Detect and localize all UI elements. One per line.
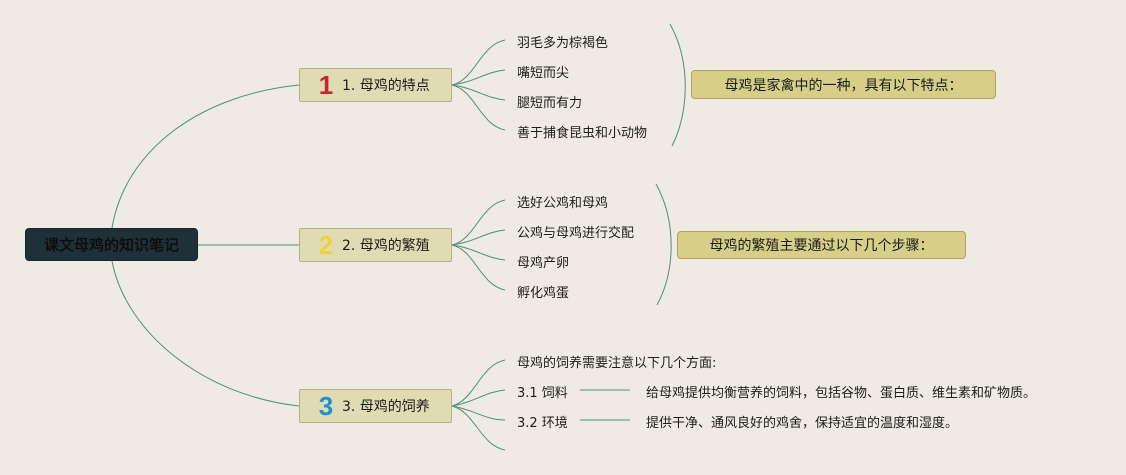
intro-text[interactable]: 母鸡的饲养需要注意以下几个方面: (517, 356, 717, 371)
summary-text-2: 母鸡的繁殖主要通过以下几个步骤： (709, 238, 934, 254)
leaf-item[interactable]: 羽毛多为棕褐色 (517, 36, 609, 51)
topic-label-1: 1. 母鸡的特点 (342, 78, 430, 94)
topic-node-3[interactable]: 3 3. 母鸡的饲养 (299, 389, 452, 423)
leaf-item[interactable]: 公鸡与母鸡进行交配 (517, 226, 635, 241)
summary-box-2[interactable]: 母鸡的繁殖主要通过以下几个步骤： (677, 231, 966, 259)
number-badge-2: 2 (318, 230, 334, 260)
root-title: 课文母鸡的知识笔记 (43, 236, 179, 254)
leaf-item[interactable]: 善于捕食昆虫和小动物 (517, 126, 648, 141)
topic-label-3: 3. 母鸡的饲养 (342, 399, 430, 415)
topic-node-1[interactable]: 1 1. 母鸡的特点 (299, 68, 452, 102)
root-node[interactable]: 课文母鸡的知识笔记 (25, 228, 198, 261)
number-badge-3: 3 (318, 391, 334, 421)
leaf-item[interactable]: 嘴短而尖 (517, 66, 570, 81)
subitem-detail[interactable]: 给母鸡提供均衡营养的饲料，包括谷物、蛋白质、维生素和矿物质。 (646, 386, 1037, 401)
leaf-item[interactable]: 孵化鸡蛋 (517, 286, 570, 301)
leaf-item[interactable]: 选好公鸡和母鸡 (517, 196, 609, 211)
subitem-label[interactable]: 3.2 环境 (517, 416, 568, 431)
subitem-label[interactable]: 3.1 饲料 (517, 386, 568, 401)
number-badge-1: 1 (318, 70, 334, 100)
topic-node-2[interactable]: 2 2. 母鸡的繁殖 (299, 228, 452, 262)
leaf-item[interactable]: 腿短而有力 (517, 96, 583, 111)
leaf-item[interactable]: 母鸡产卵 (517, 256, 570, 271)
topic-label-2: 2. 母鸡的繁殖 (342, 238, 430, 254)
summary-box-1[interactable]: 母鸡是家禽中的一种，具有以下特点： (691, 70, 996, 99)
summary-text-1: 母鸡是家禽中的一种，具有以下特点： (724, 77, 963, 94)
subitem-detail[interactable]: 提供干净、通风良好的鸡舍，保持适宜的温度和湿度。 (646, 416, 959, 431)
